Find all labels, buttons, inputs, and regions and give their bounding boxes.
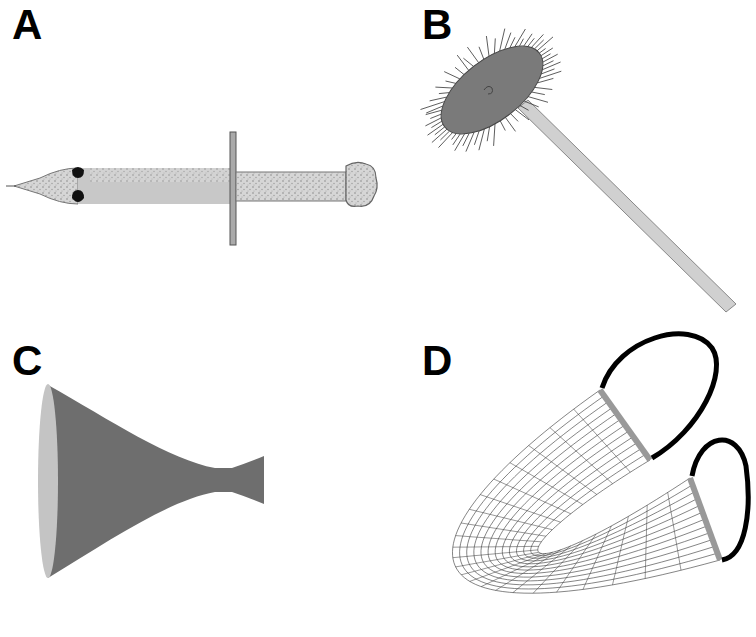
panel-letter: A — [12, 4, 42, 46]
panel-letter: C — [12, 340, 42, 382]
panel-letter: B — [422, 4, 452, 46]
mesh-sling — [452, 334, 748, 593]
needle-device — [6, 132, 377, 245]
panel-letter: D — [422, 340, 452, 382]
funnel-device — [38, 384, 264, 578]
brush-device — [421, 29, 737, 312]
